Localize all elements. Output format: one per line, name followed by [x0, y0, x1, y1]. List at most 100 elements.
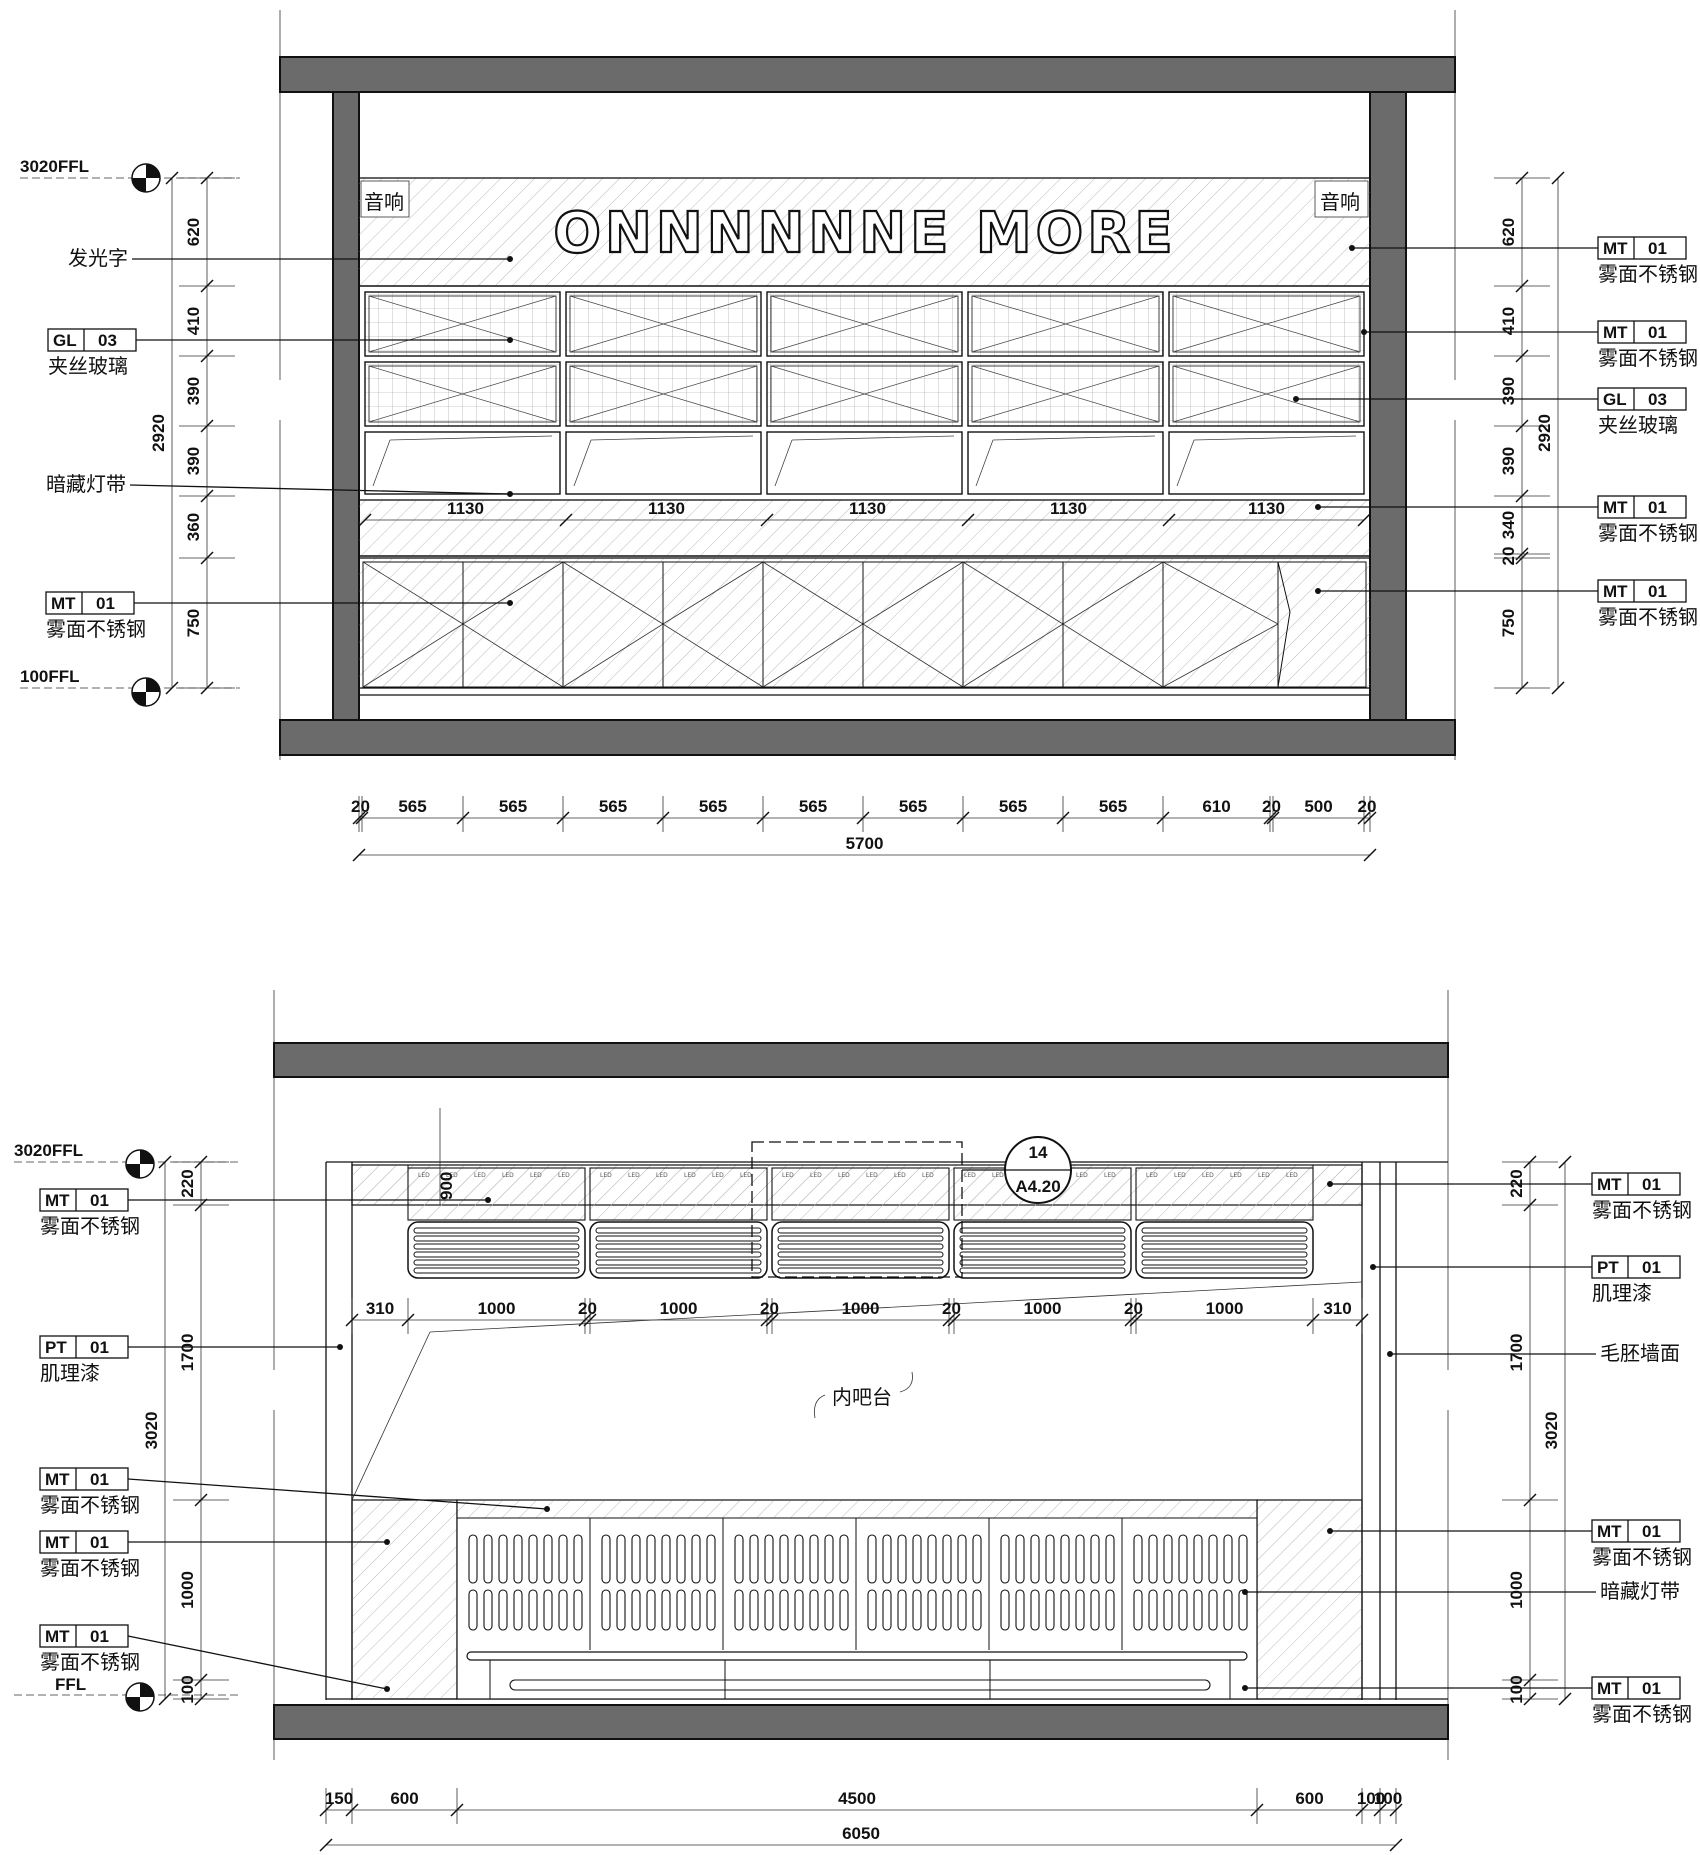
leader-dot — [1387, 1351, 1393, 1357]
dim-tick — [1263, 811, 1277, 825]
counter-band — [358, 499, 1371, 557]
material-note: 暗藏灯带 — [46, 472, 126, 496]
bar-arrow-left — [814, 1394, 826, 1419]
dim-tick — [158, 1155, 172, 1169]
bar-slot — [1105, 1589, 1115, 1631]
material-code: MT — [1603, 498, 1628, 517]
material-code: MT — [45, 1533, 70, 1552]
material-desc: 雾面不锈钢 — [40, 1556, 140, 1580]
material-desc: 雾面不锈钢 — [46, 617, 146, 641]
louver-panel — [953, 1221, 1132, 1279]
dim-value: 565 — [799, 797, 827, 816]
detail-callout-box — [751, 1141, 963, 1278]
dim-tick — [656, 811, 670, 825]
bar-slot — [498, 1589, 508, 1631]
bar-slot — [1148, 1589, 1158, 1631]
shelf-light-line — [389, 435, 553, 441]
leader-dot — [1242, 1685, 1248, 1691]
dim-tick — [956, 811, 970, 825]
dim-tick — [1124, 1313, 1138, 1327]
led-mark: LED — [866, 1172, 878, 1179]
upper-cabinet-panel — [589, 1167, 768, 1221]
dim-tick — [200, 279, 214, 293]
led-mark: LED — [530, 1172, 542, 1179]
louver-panel — [589, 1221, 768, 1279]
dim-value: 20 — [1124, 1299, 1143, 1318]
door-swing — [762, 561, 864, 625]
bar-slot — [483, 1534, 493, 1584]
dim-value: 390 — [1499, 377, 1518, 405]
shelf-width: 1130 — [447, 499, 484, 518]
door-swing — [662, 561, 764, 625]
dim-tick — [1357, 811, 1371, 825]
bar-front — [456, 1499, 1258, 1700]
upper-cabinet-panel — [771, 1167, 950, 1221]
panel-inset — [569, 295, 758, 353]
cabinet-door — [1162, 561, 1279, 688]
dim-tick — [450, 1803, 464, 1817]
louver-slat — [1141, 1227, 1308, 1234]
leader-dot — [485, 1197, 491, 1203]
louver-slat — [413, 1227, 580, 1234]
dim-tick — [1523, 1692, 1537, 1706]
led-mark: LED — [1258, 1172, 1270, 1179]
panel-cross — [770, 365, 959, 423]
bar-slot — [558, 1534, 568, 1584]
bar-slot — [543, 1589, 553, 1631]
louver-slat — [959, 1243, 1126, 1250]
bar-slot — [661, 1589, 671, 1631]
dim-value: 20 — [578, 1299, 597, 1318]
level-top-text: 3020FFL — [20, 157, 89, 176]
leader-dot — [544, 1506, 550, 1512]
bar-slot — [912, 1589, 922, 1631]
leader-line — [127, 1478, 548, 1510]
bar-slot — [483, 1589, 493, 1631]
dim-value: 150 — [325, 1789, 353, 1808]
panel-cross — [368, 365, 557, 423]
louver-slat — [413, 1251, 580, 1258]
shelf-light-line — [791, 435, 955, 441]
dim-tick — [194, 1155, 208, 1169]
led-mark: LED — [1230, 1172, 1242, 1179]
bar-slot — [513, 1534, 523, 1584]
louver-slat — [1141, 1259, 1308, 1266]
material-code: MT — [1597, 1679, 1622, 1698]
bar-slot — [764, 1534, 774, 1584]
bar-slot — [616, 1589, 626, 1631]
floor-slab — [279, 719, 1456, 756]
dim-tick — [352, 811, 366, 825]
material-desc: 雾面不锈钢 — [40, 1493, 140, 1517]
door-swing — [562, 561, 664, 625]
dim-tick — [1523, 1493, 1537, 1507]
louver-slat — [413, 1267, 580, 1274]
material-num: 03 — [1648, 390, 1667, 409]
glass-shelf-grid — [364, 291, 1365, 495]
bar-slot — [794, 1534, 804, 1584]
material-desc: 雾面不锈钢 — [1592, 1545, 1692, 1569]
dim-total: 3020 — [142, 1412, 161, 1450]
dim-tick — [165, 171, 179, 185]
door-swing — [962, 623, 1064, 688]
dim-tick — [355, 811, 369, 825]
bar-slot — [867, 1589, 877, 1631]
material-desc: 雾面不锈钢 — [1598, 521, 1698, 545]
bar-slot — [1045, 1534, 1055, 1584]
dim-tick — [1355, 1313, 1369, 1327]
dim-value: 390 — [1499, 447, 1518, 475]
leader-dot — [507, 337, 513, 343]
bar-slot — [631, 1534, 641, 1584]
dim-tick — [1515, 681, 1529, 695]
leader-dot — [507, 600, 513, 606]
leader-dot — [507, 491, 513, 497]
material-code: GL — [53, 331, 77, 350]
material-num: 01 — [1642, 1679, 1661, 1698]
louver-slat — [595, 1259, 762, 1266]
material-desc: 雾面不锈钢 — [1598, 262, 1698, 286]
dim-value: 100 — [1357, 1789, 1385, 1808]
dim-total: 6050 — [842, 1824, 880, 1843]
level-top-text-2: 3020FFL — [14, 1141, 83, 1160]
